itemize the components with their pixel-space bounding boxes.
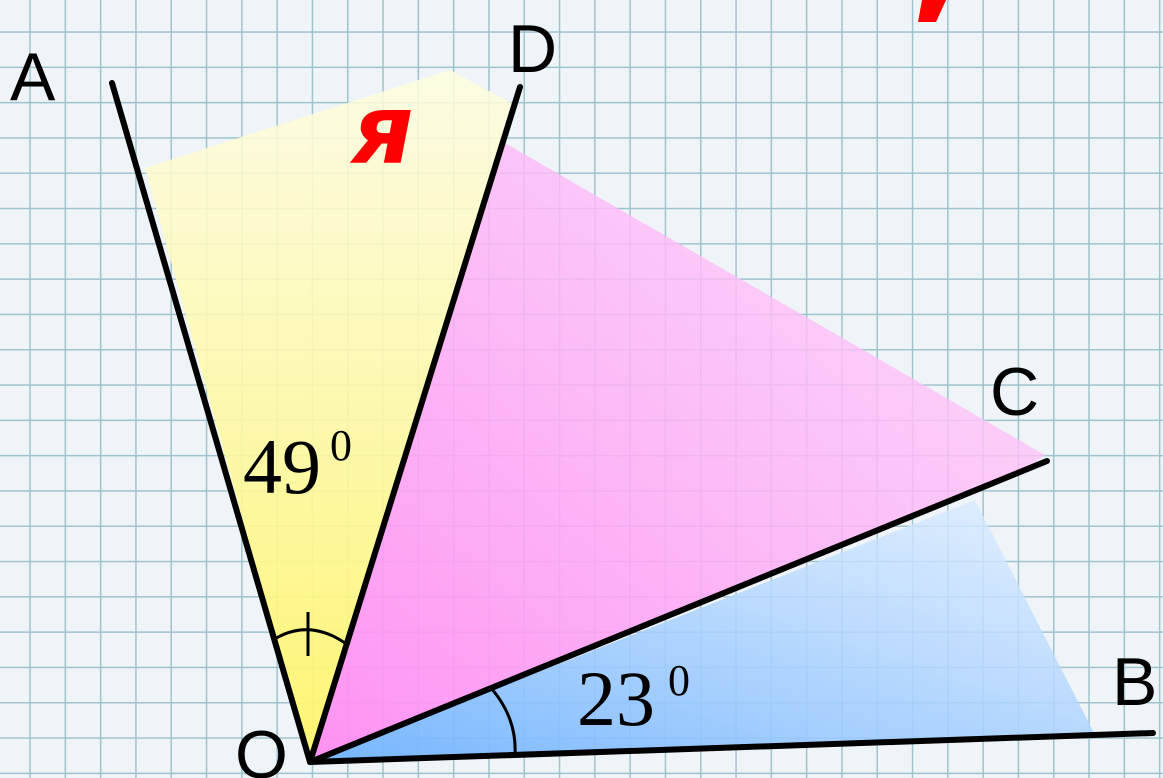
angle-cob-degree: 0 (668, 656, 690, 705)
ray-oa (109, 80, 313, 765)
ray-od (307, 84, 523, 765)
sector-aod (145, 70, 515, 762)
angle-aod-degree: 0 (330, 421, 352, 470)
angle-aod-value: 49 (243, 423, 321, 510)
arc-angle-cob (489, 687, 517, 756)
angle-cob-value: 23 (577, 655, 655, 742)
label-point-d: D (508, 11, 557, 87)
sector-doc (310, 143, 1045, 762)
label-point-c: C (990, 354, 1039, 430)
ray-oc (307, 458, 1050, 765)
letter-ya: я (349, 74, 414, 186)
sector-cob (310, 500, 1095, 762)
label-point-b: B (1112, 644, 1157, 720)
label-point-a: A (10, 39, 56, 115)
red-mark-partial (918, 0, 946, 22)
ray-ob (307, 730, 1156, 765)
label-point-o: O (235, 717, 288, 778)
